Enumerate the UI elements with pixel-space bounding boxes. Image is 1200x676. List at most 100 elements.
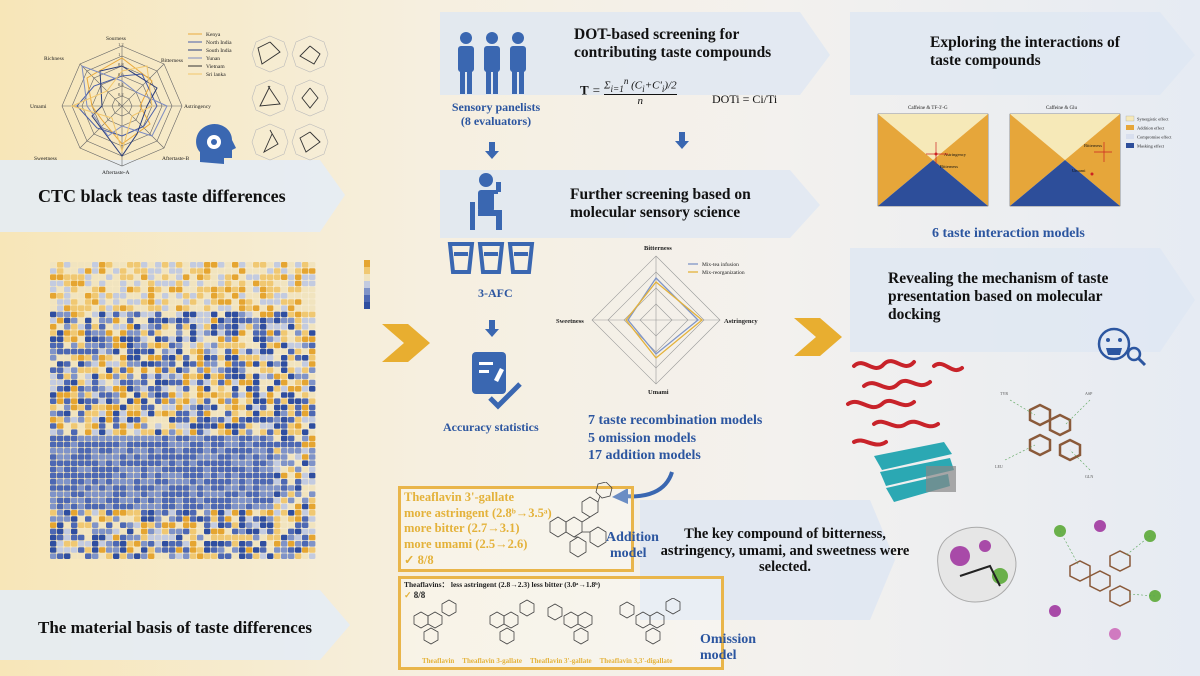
- heatmap-cell: [246, 441, 253, 448]
- heatmap-cell: [92, 268, 99, 274]
- radar-axis-sourness: Sourness: [106, 36, 126, 42]
- heatmap-cell: [274, 479, 281, 485]
- legend-south-india: South India: [206, 48, 232, 54]
- heatmap-cell: [232, 466, 239, 473]
- heatmap-cell: [267, 479, 274, 485]
- heatmap-cell: [302, 342, 309, 349]
- heatmap-cell: [99, 355, 106, 361]
- heatmap-cell: [64, 460, 71, 466]
- heatmap-cell: [78, 268, 85, 274]
- heatmap-cell: [162, 262, 169, 268]
- heatmap-cell: [106, 429, 113, 435]
- heatmap-cell: [127, 417, 134, 423]
- heatmap-cell: [288, 510, 295, 516]
- heatmap-cell: [253, 503, 260, 510]
- heatmap-cell: [218, 423, 225, 429]
- heatmap-cell: [211, 497, 218, 504]
- heatmap-cell: [169, 472, 176, 479]
- heatmap-cell: [260, 466, 267, 473]
- radar-axis-umami: Umami: [30, 104, 47, 110]
- heatmap-cell: [309, 361, 316, 367]
- heatmap-cell: [141, 299, 148, 305]
- heatmap-cell: [92, 398, 99, 404]
- heatmap-cell: [99, 534, 106, 541]
- heatmap-cell: [141, 361, 148, 367]
- heatmap-cell: [211, 429, 218, 435]
- heatmap-cell: [141, 429, 148, 435]
- heatmap-cell: [204, 547, 211, 553]
- heatmap-cell: [141, 348, 148, 355]
- heatmap-cell: [267, 330, 274, 336]
- heatmap-cell: [190, 441, 197, 448]
- heatmap-cell: [127, 379, 134, 386]
- heatmap-cell: [225, 460, 232, 466]
- radar-axis-richness: Richness: [44, 56, 64, 62]
- heatmap-cell: [183, 503, 190, 510]
- heatmap-cell: [225, 293, 232, 299]
- heatmap-cell: [204, 268, 211, 274]
- heatmap-cell: [92, 373, 99, 380]
- heatmap-cell: [64, 528, 71, 535]
- heatmap-cell: [225, 361, 232, 367]
- heatmap-cell: [120, 541, 127, 547]
- heatmap-cell: [113, 454, 120, 460]
- heatmap-cell: [176, 299, 183, 305]
- heatmap-cell: [281, 342, 288, 349]
- heatmap-cell: [295, 355, 302, 361]
- heatmap-cell: [295, 522, 302, 528]
- heatmap-cell: [57, 479, 64, 485]
- heatmap-cell: [113, 373, 120, 380]
- heatmap-cell: [50, 429, 57, 435]
- heatmap-cell: [106, 386, 113, 392]
- heatmap-cell: [281, 541, 288, 547]
- heatmap-cell: [267, 553, 274, 559]
- radar-legend: Kenya North India South India Yunan Viet…: [188, 32, 232, 78]
- heatmap-cell: [64, 516, 71, 522]
- heatmap-cell: [148, 547, 155, 553]
- heatmap-cell: [141, 553, 148, 559]
- heatmap-cell: [295, 547, 302, 553]
- heatmap-cell: [99, 460, 106, 466]
- heatmap-cell: [99, 466, 106, 473]
- heatmap-cell: [50, 386, 57, 392]
- heatmap-cell: [183, 522, 190, 528]
- heatmap-cell: [218, 268, 225, 274]
- heatmap-cell: [176, 534, 183, 541]
- recombination-models: 7 taste recombination models: [588, 413, 763, 428]
- heatmap-cell: [64, 404, 71, 411]
- heatmap-cell: [218, 392, 225, 398]
- heatmap-cell: [281, 367, 288, 373]
- heatmap-cell: [141, 373, 148, 380]
- heatmap-cell: [302, 274, 309, 280]
- heatmap-cell: [134, 274, 141, 280]
- heatmap-cell: [113, 342, 120, 349]
- heatmap-cell: [302, 392, 309, 398]
- heatmap-cell: [183, 342, 190, 349]
- heatmap-cell: [57, 516, 64, 522]
- heatmap-cell: [239, 262, 246, 268]
- heatmap-cell: [134, 553, 141, 559]
- heatmap-cell: [190, 460, 197, 466]
- heatmap-cell: [155, 373, 162, 380]
- heatmap-cell: [99, 485, 106, 491]
- heatmap-cell: [106, 342, 113, 349]
- heatmap-cell: [85, 348, 92, 355]
- heatmap-cell: [71, 348, 78, 355]
- heatmap-cell: [253, 410, 260, 417]
- heatmap-cell: [225, 472, 232, 479]
- heatmap-cell: [190, 286, 197, 293]
- heatmap-cell: [274, 293, 281, 299]
- heatmap-cell: [106, 497, 113, 504]
- heatmap-cell: [232, 342, 239, 349]
- heatmap-cell: [141, 274, 148, 280]
- heatmap-cell: [71, 398, 78, 404]
- heatmap-cell: [204, 472, 211, 479]
- heatmap-cell: [134, 454, 141, 460]
- heatmap-cell: [57, 330, 64, 336]
- heatmap-cell: [239, 510, 246, 516]
- heatmap-cell: [246, 479, 253, 485]
- heatmap-cell: [162, 410, 169, 417]
- heatmap-cell: [309, 423, 316, 429]
- heatmap-cell: [232, 491, 239, 497]
- heatmap-cell: [162, 503, 169, 510]
